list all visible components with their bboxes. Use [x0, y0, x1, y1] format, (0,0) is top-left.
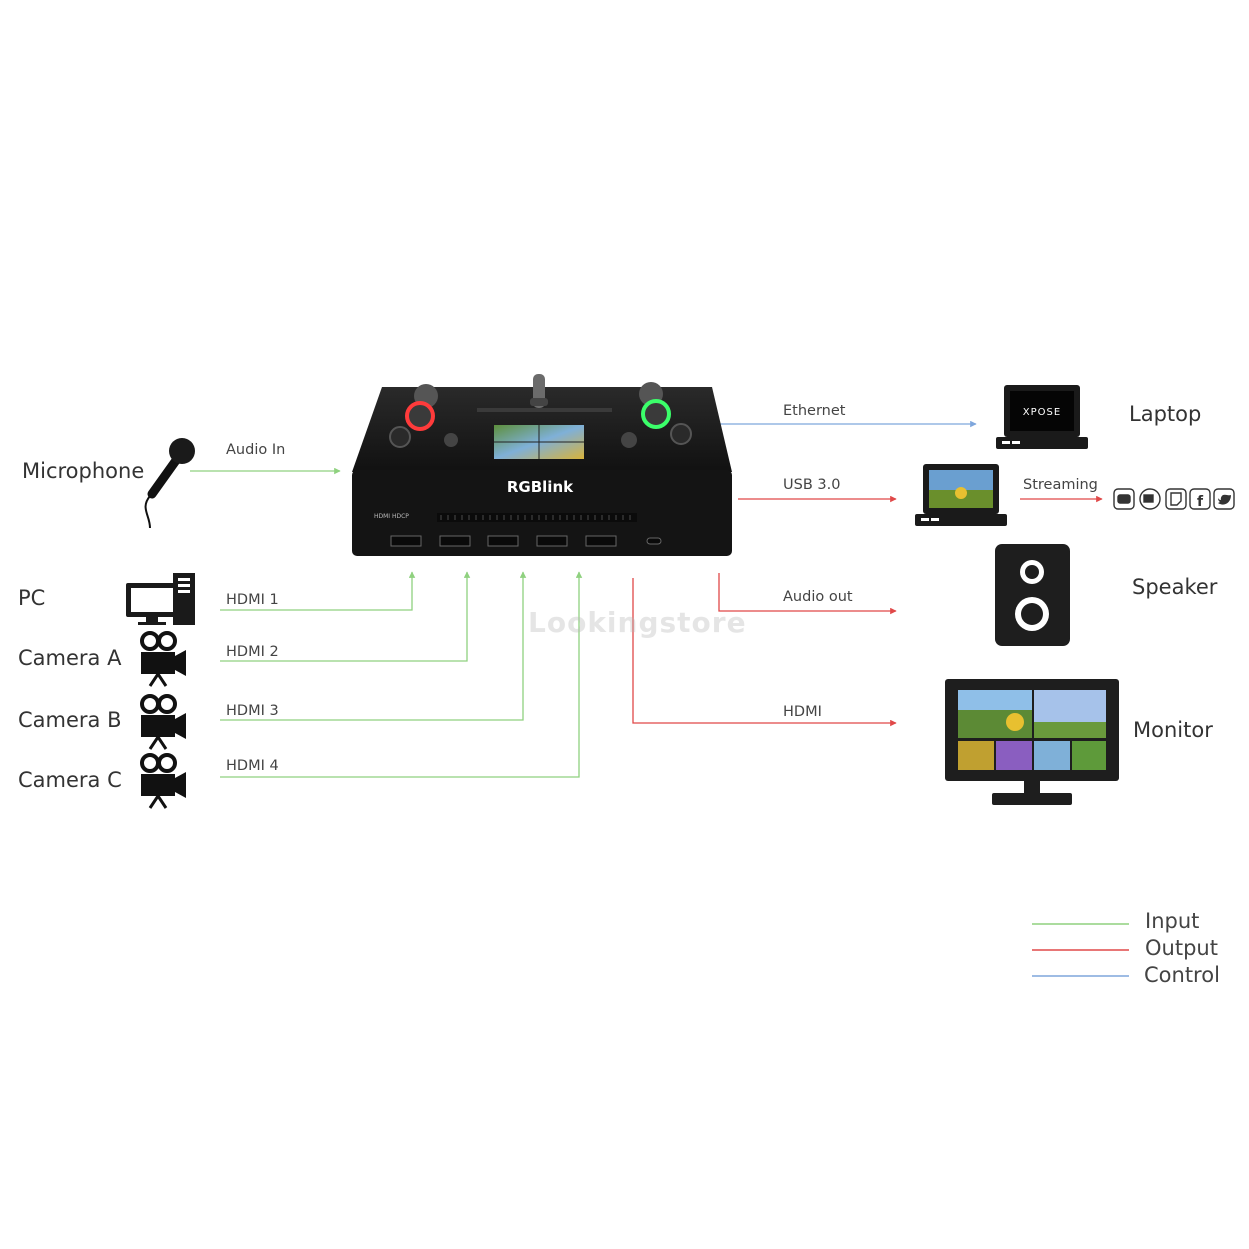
legend-control-label: Control — [1144, 963, 1220, 987]
camera-c-icon — [140, 753, 186, 809]
hdmi-port-out — [390, 535, 422, 547]
audio-out-line — [718, 573, 897, 615]
hdmi-port-3 — [536, 535, 568, 547]
streaming-platform-icons: f — [1113, 488, 1235, 510]
hdmi4-line — [220, 571, 583, 778]
usb-label: USB 3.0 — [783, 477, 841, 493]
microphone-icon — [144, 438, 195, 529]
laptop-screen-logo: XPOSE — [1023, 407, 1061, 418]
laptop-icon: XPOSE — [996, 385, 1088, 449]
usb-laptop-icon — [915, 464, 1007, 526]
svg-text:f: f — [1197, 494, 1204, 510]
microphone-label: Microphone — [22, 459, 145, 483]
watermark: Lookingstore — [528, 606, 747, 639]
speaker-label: Speaker — [1132, 575, 1218, 599]
hdmi-port-1 — [439, 535, 471, 547]
hdmi3-line — [220, 571, 527, 721]
legend-input-label: Input — [1145, 909, 1200, 933]
hdmi2-label: HDMI 2 — [226, 644, 279, 660]
pc-label: PC — [18, 586, 46, 610]
camera-a-label: Camera A — [18, 646, 122, 670]
usb-c-port — [646, 537, 662, 545]
hdmi-out-label: HDMI — [783, 704, 822, 720]
youtube-icon — [1113, 488, 1135, 510]
audio-in-label: Audio In — [226, 442, 286, 458]
monitor-label: Monitor — [1133, 718, 1213, 742]
monitor-icon — [945, 679, 1119, 805]
twitter-icon — [1213, 488, 1235, 510]
ethernet-label: Ethernet — [783, 403, 846, 419]
hdmi1-line — [220, 571, 416, 611]
hdmi2-line — [220, 571, 471, 662]
left-knob — [389, 426, 411, 448]
camera-b-label: Camera B — [18, 708, 122, 732]
laptop-label: Laptop — [1129, 402, 1202, 426]
hdmi1-label: HDMI 1 — [226, 592, 279, 608]
input-lines — [190, 467, 583, 778]
hdmi4-label: HDMI 4 — [226, 758, 279, 774]
camera-b-icon — [140, 694, 186, 750]
hdmi-out-line — [632, 578, 897, 727]
pc-icon — [126, 573, 195, 625]
output-lines — [632, 495, 1103, 727]
hdmi-port-4 — [585, 535, 617, 547]
twitch-icon — [1165, 488, 1187, 510]
facebook-icon — [1189, 488, 1211, 510]
hdmi3-label: HDMI 3 — [226, 703, 279, 719]
device-port-labels: HDMI HDCP — [374, 513, 409, 520]
speaker-icon — [995, 544, 1070, 646]
audio-out-label: Audio out — [783, 589, 853, 605]
button-2 — [405, 401, 435, 431]
right-knob — [670, 423, 692, 445]
zoom-icon — [1139, 488, 1161, 510]
legend-lines — [1032, 923, 1129, 977]
streaming-label: Streaming — [1023, 477, 1098, 493]
button-1 — [641, 399, 671, 429]
legend-output-label: Output — [1145, 936, 1218, 960]
device-brand: RGBlink — [507, 478, 574, 496]
camera-a-icon — [140, 631, 186, 687]
camera-c-label: Camera C — [18, 768, 122, 792]
hdmi-port-2 — [487, 535, 519, 547]
hdmi-ports — [390, 535, 662, 547]
rgblink-switcher: RGBlink HDMI HDCP — [352, 374, 732, 556]
